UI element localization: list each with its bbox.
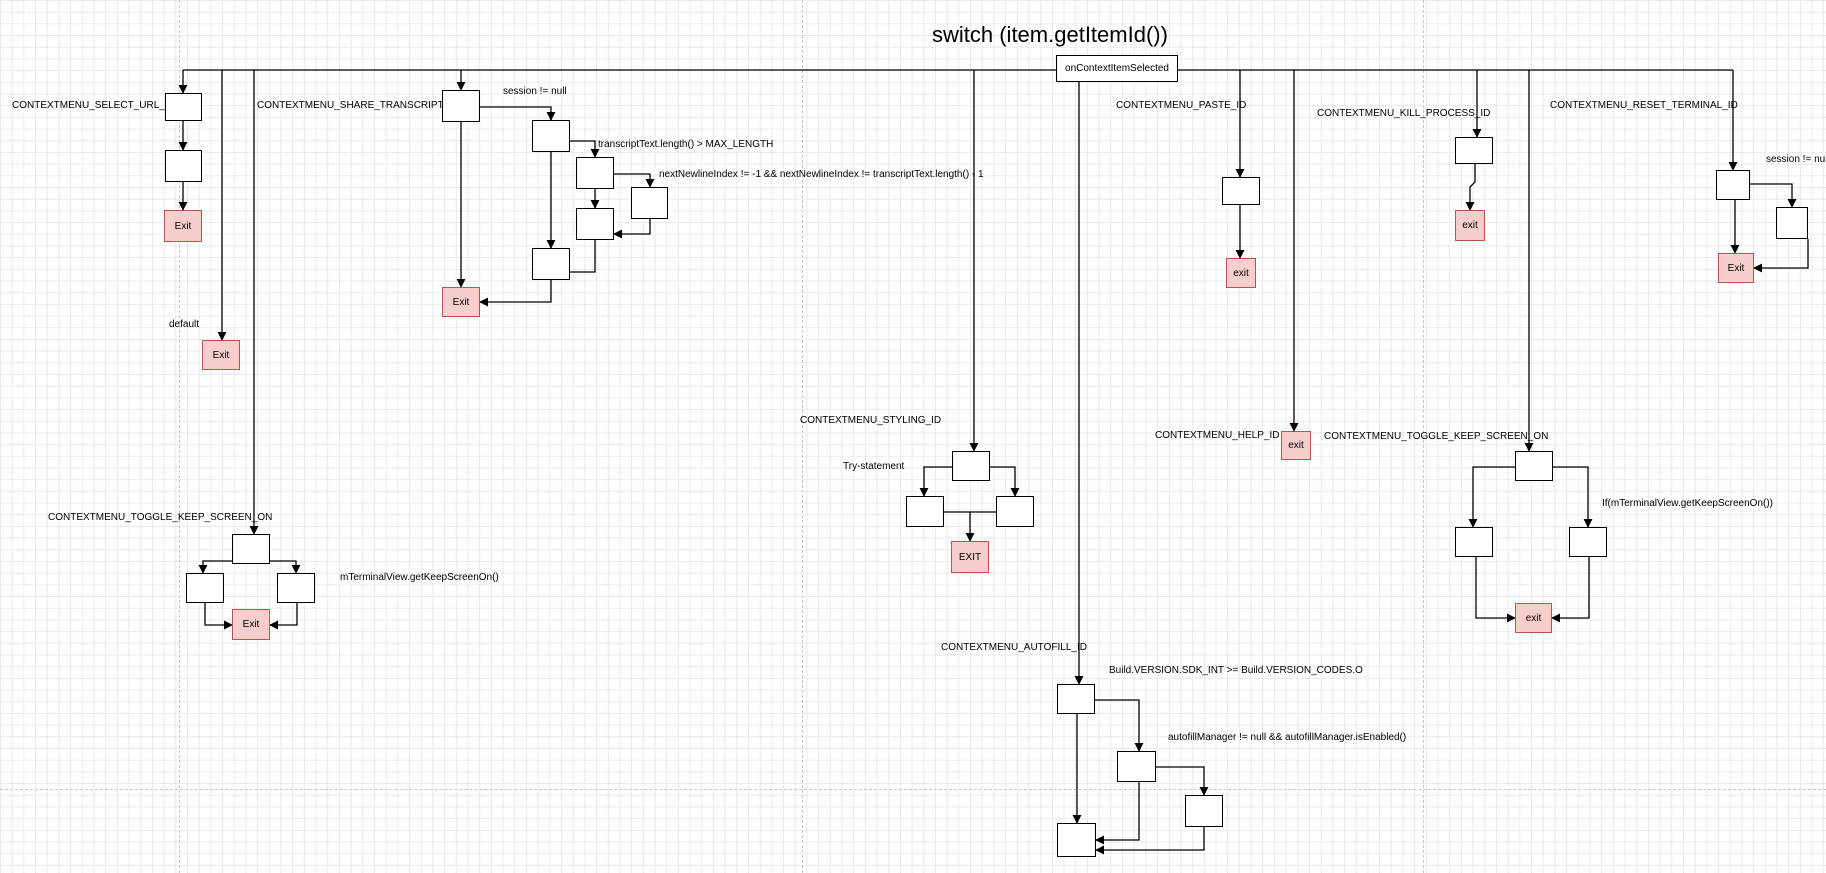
process-node[interactable] bbox=[1716, 170, 1750, 200]
process-node[interactable] bbox=[442, 90, 480, 122]
exit-node[interactable]: Exit bbox=[202, 340, 240, 370]
process-node[interactable] bbox=[1455, 527, 1493, 557]
condition-label: autofillManager != null && autofillManag… bbox=[1168, 732, 1407, 743]
process-node[interactable] bbox=[532, 248, 570, 280]
process-node[interactable] bbox=[186, 573, 224, 603]
process-node[interactable] bbox=[952, 451, 990, 481]
process-node[interactable] bbox=[1117, 751, 1156, 782]
process-node[interactable] bbox=[232, 534, 270, 564]
case-label: CONTEXTMENU_SELECT_URL_ID bbox=[12, 100, 175, 111]
condition-label: session != null bbox=[1766, 154, 1826, 165]
process-node[interactable] bbox=[631, 187, 668, 219]
diagram-title: switch (item.getItemId()) bbox=[932, 22, 1168, 47]
process-node[interactable] bbox=[996, 496, 1034, 527]
process-node[interactable] bbox=[1057, 684, 1095, 714]
case-label: CONTEXTMENU_SHARE_TRANSCRIPT_ID bbox=[257, 100, 460, 111]
exit-node[interactable]: exit bbox=[1455, 210, 1485, 241]
process-node[interactable] bbox=[1569, 527, 1607, 557]
process-node[interactable] bbox=[576, 208, 614, 240]
page-break-line bbox=[0, 789, 1826, 790]
exit-node[interactable]: exit bbox=[1515, 603, 1552, 633]
root-node[interactable]: onContextItemSelected bbox=[1056, 55, 1178, 82]
process-node[interactable] bbox=[165, 93, 202, 121]
process-node[interactable] bbox=[1222, 177, 1260, 205]
condition-label: nextNewlineIndex != -1 && nextNewlineInd… bbox=[659, 169, 984, 180]
page-break-line bbox=[802, 0, 803, 873]
exit-node[interactable]: Exit bbox=[1718, 253, 1754, 283]
exit-node[interactable]: Exit bbox=[232, 609, 270, 640]
process-node[interactable] bbox=[1057, 823, 1096, 857]
condition-label: session != null bbox=[503, 86, 567, 97]
case-label: CONTEXTMENU_HELP_ID bbox=[1155, 430, 1280, 441]
case-label: default bbox=[169, 319, 200, 330]
condition-label: Try-statement bbox=[843, 461, 905, 472]
condition-label: transcriptText.length() > MAX_LENGTH bbox=[598, 139, 774, 150]
condition-label: If(mTerminalView.getKeepScreenOn()) bbox=[1602, 498, 1773, 509]
case-label: CONTEXTMENU_AUTOFILL_ID bbox=[941, 642, 1087, 653]
process-node[interactable] bbox=[1776, 207, 1808, 239]
exit-node[interactable]: EXIT bbox=[951, 541, 989, 573]
case-label: CONTEXTMENU_TOGGLE_KEEP_SCREEN_ON bbox=[48, 512, 273, 523]
case-label: CONTEXTMENU_TOGGLE_KEEP_SCREEN_ON bbox=[1324, 431, 1549, 442]
case-label: CONTEXTMENU_KILL_PROCESS_ID bbox=[1317, 108, 1491, 119]
exit-node[interactable]: exit bbox=[1226, 258, 1256, 288]
exit-node[interactable]: Exit bbox=[442, 287, 480, 317]
process-node[interactable] bbox=[532, 120, 570, 152]
process-node[interactable] bbox=[576, 157, 614, 189]
process-node[interactable] bbox=[165, 150, 202, 182]
process-node[interactable] bbox=[277, 573, 315, 603]
page-break-line bbox=[1423, 0, 1424, 873]
exit-node[interactable]: exit bbox=[1281, 431, 1311, 460]
exit-node[interactable]: Exit bbox=[164, 210, 202, 242]
case-label: CONTEXTMENU_RESET_TERMINAL_ID bbox=[1550, 100, 1738, 111]
process-node[interactable] bbox=[1455, 137, 1493, 164]
process-node[interactable] bbox=[1185, 795, 1223, 827]
process-node[interactable] bbox=[1515, 451, 1553, 481]
page-break-line bbox=[179, 0, 180, 873]
process-node[interactable] bbox=[906, 496, 944, 527]
case-label: CONTEXTMENU_STYLING_ID bbox=[800, 415, 942, 426]
condition-label: Build.VERSION.SDK_INT >= Build.VERSION_C… bbox=[1109, 665, 1363, 676]
condition-label: mTerminalView.getKeepScreenOn() bbox=[340, 572, 499, 583]
case-label: CONTEXTMENU_PASTE_ID bbox=[1116, 100, 1247, 111]
